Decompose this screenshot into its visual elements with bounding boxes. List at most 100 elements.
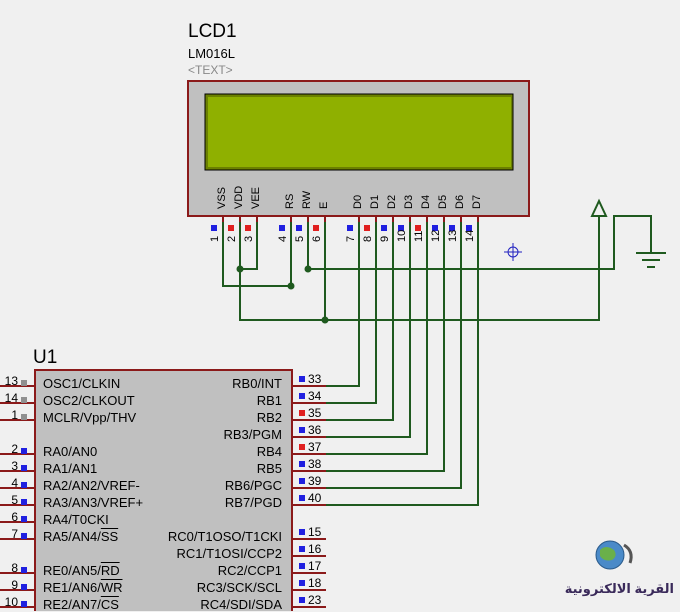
wires — [222, 215, 652, 506]
mcu-pin-name: RB5 — [256, 461, 282, 476]
mcu-pin-marker — [21, 414, 27, 420]
mcu-pin-number: 1 — [11, 408, 18, 422]
mcu-pin-number: 35 — [308, 406, 322, 420]
power-terminal-icon[interactable] — [590, 198, 608, 217]
watermark-text: القرية الالكترونية — [564, 581, 674, 596]
mcu-pin-name: MCLR/Vpp/THV — [43, 410, 137, 425]
mcu-pin-name: RE1/AN6/WR — [43, 580, 123, 595]
lcd-pin-name: D1 — [369, 194, 381, 209]
mcu-pin-marker — [299, 444, 305, 450]
lcd-pin-number: 1 — [209, 235, 221, 242]
lcd-pin-name: D4 — [420, 194, 432, 209]
mcu-pin-number: 7 — [11, 527, 18, 541]
mcu-pin-name: OSC1/CLKIN — [43, 376, 121, 391]
junctions — [236, 265, 329, 324]
lcd-pin-number: 3 — [243, 235, 255, 242]
mcu-pin-marker — [21, 516, 27, 522]
mcu-pin-number: 16 — [308, 542, 322, 556]
mcu-pin-number: 3 — [11, 459, 18, 473]
mcu-pin-name: RA1/AN1 — [43, 461, 98, 476]
lcd-pin-number: 10 — [396, 229, 408, 242]
mcu-pin-number: 33 — [308, 372, 322, 386]
mcu-pin-marker — [299, 478, 305, 484]
mcu-pin-number: 40 — [308, 491, 322, 505]
ground-icon[interactable] — [636, 252, 666, 268]
lcd-pin-marker — [279, 225, 285, 231]
mcu-pin-name: RA3/AN3/VREF+ — [43, 495, 144, 510]
lcd-pin-marker — [296, 225, 302, 231]
lcd-pin-name: VSS — [216, 186, 228, 209]
lcd-pin-name: RW — [301, 190, 313, 209]
mcu-pin-number: 37 — [308, 440, 322, 454]
mcu-pin-name: RA5/AN4/SS — [43, 529, 119, 544]
lcd-screen — [208, 97, 511, 167]
mcu-pin-marker — [299, 376, 305, 382]
lcd-pin-name: D3 — [403, 194, 415, 209]
mcu-pin-name: RB2 — [256, 410, 282, 425]
lcd-pin-marker — [466, 225, 472, 231]
mcu-pin-number: 10 — [4, 595, 18, 609]
mcu-pin-marker — [299, 546, 305, 552]
mcu-pin-number: 36 — [308, 423, 322, 437]
mcu-pin-marker — [299, 410, 305, 416]
mcu-pin-marker — [299, 495, 305, 501]
mcu-pin-name: RB6/PGC — [224, 478, 282, 493]
lcd-pin-number: 5 — [294, 235, 306, 242]
lcd-pin-marker — [211, 225, 217, 231]
mcu-pin-number: 6 — [11, 510, 18, 524]
lcd-pin-name: D6 — [454, 194, 466, 209]
lcd-pin-marker — [398, 225, 404, 231]
mcu-pin-number: 38 — [308, 457, 322, 471]
lcd-text-placeholder: <TEXT> — [188, 63, 233, 77]
lcd-pin-number: 9 — [379, 235, 391, 242]
lcd-pin-marker — [432, 225, 438, 231]
lcd-pin-marker — [449, 225, 455, 231]
mcu-pin-marker — [21, 533, 27, 539]
lcd-pin-name: RS — [284, 193, 296, 209]
mcu-pin-number: 8 — [11, 561, 18, 575]
lcd-pin-name: E — [318, 201, 330, 209]
mcu-body[interactable] — [34, 369, 293, 611]
mcu-pin-name: RC3/SCK/SCL — [196, 580, 282, 595]
mcu-pin-marker — [21, 584, 27, 590]
lcd-reference: LCD1 — [188, 21, 237, 42]
mcu-pin-marker — [299, 529, 305, 535]
lcd-pin-name: D2 — [386, 194, 398, 209]
mcu-pin-name: OSC2/CLKOUT — [43, 393, 135, 408]
lcd-pin-name: D0 — [352, 194, 364, 209]
lcd-pin-marker — [245, 225, 251, 231]
lcd-pin-number: 12 — [430, 229, 442, 242]
mcu-pin-number: 23 — [308, 593, 322, 607]
lcd-pin-number: 7 — [345, 235, 357, 242]
mcu-pin-marker — [299, 393, 305, 399]
lcd-pin-name: VEE — [250, 186, 262, 209]
mcu-pin-name: RA2/AN2/VREF- — [43, 478, 140, 493]
lcd-pin-marker — [313, 225, 319, 231]
mcu-pin-number: 13 — [4, 374, 18, 388]
mcu-pin-marker — [21, 601, 27, 607]
mcu-pin-number: 39 — [308, 474, 322, 488]
lcd-pin-number: 11 — [413, 230, 425, 242]
mcu-pin-name: RC4/SDI/SDA — [200, 597, 282, 612]
lcd-pin-stubs — [211, 216, 479, 231]
mcu-pin-marker — [21, 499, 27, 505]
lcd-pin-marker — [347, 225, 353, 231]
mcu-reference: U1 — [33, 347, 58, 368]
mcu-pin-name: RB7/PGD — [224, 495, 282, 510]
mcu-pin-number: 14 — [4, 391, 18, 405]
lcd-pin-number: 2 — [226, 235, 238, 242]
mcu-pin-marker — [21, 448, 27, 454]
lcd-pin-number: 8 — [362, 235, 374, 242]
mcu-pin-name: RC0/T1OSO/T1CKI — [167, 529, 282, 544]
mcu-pin-marker — [299, 563, 305, 569]
globe-logo-icon — [595, 540, 633, 570]
mcu-pin-name: RC2/CCP1 — [217, 563, 282, 578]
lcd-pin-number: 4 — [277, 235, 289, 242]
lcd-pin-marker — [381, 225, 387, 231]
mcu-pin-number: 34 — [308, 389, 322, 403]
lcd-pin-marker — [415, 225, 421, 231]
mcu-pin-number: 2 — [11, 442, 18, 456]
mcu-pin-marker — [299, 580, 305, 586]
lcd-model: LM016L — [188, 46, 235, 61]
